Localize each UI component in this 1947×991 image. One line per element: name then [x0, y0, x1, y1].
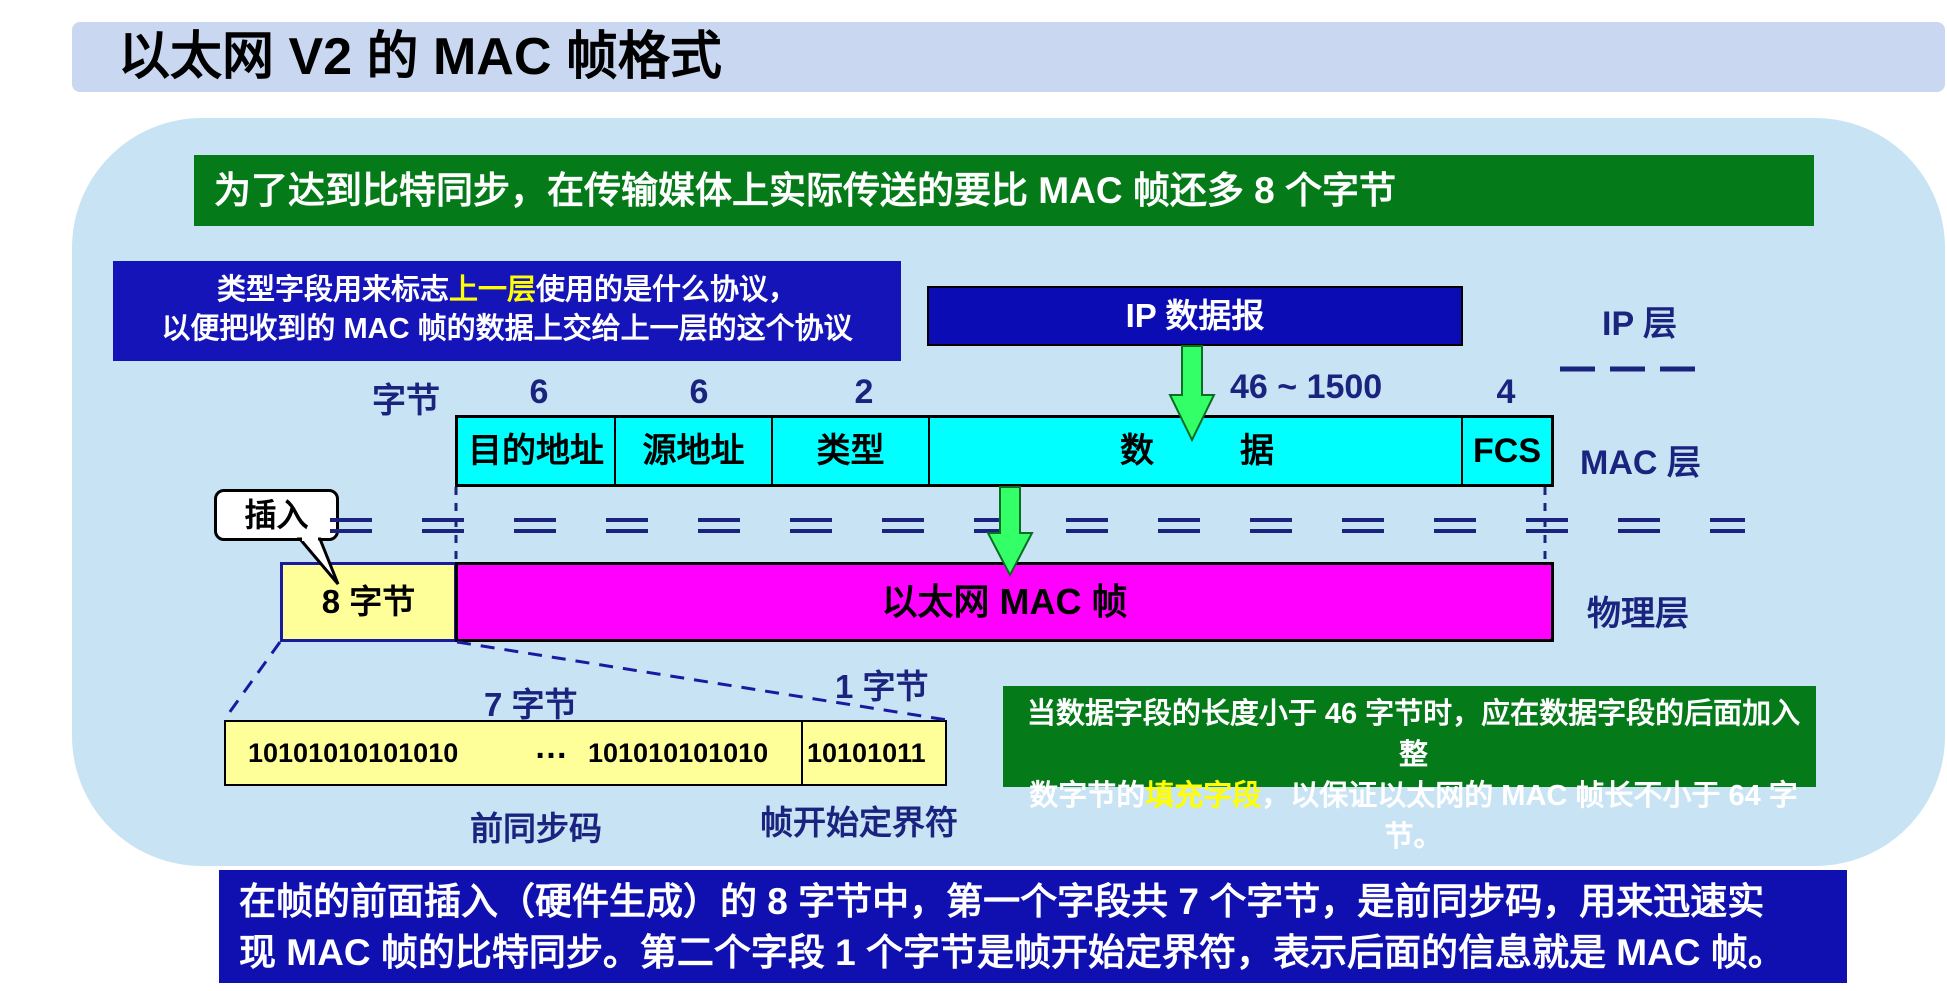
- arrow-mac-to-physical: [986, 486, 1034, 578]
- title-bar: [72, 22, 1945, 92]
- ip-layer-label: IP 层: [1602, 305, 1677, 343]
- preamble-ellipsis: …: [534, 728, 568, 766]
- preamble-8-bytes: 8 字节: [280, 562, 457, 642]
- src-size-label: 6: [689, 373, 709, 411]
- insert-callout: 插入: [214, 489, 339, 541]
- mac-physical-separator: [330, 518, 1745, 533]
- physical-layer-label: 物理层: [1587, 595, 1689, 633]
- arrow-ip-to-data: [1168, 345, 1216, 443]
- bottom-note-line1: 在帧的前面插入（硬件生成）的 8 字节中，第一个字段共 7 个字节，是前同步码，…: [239, 881, 1765, 922]
- expansion-lines: [222, 640, 948, 722]
- data-size-label: 46 ~ 1500: [1230, 368, 1383, 406]
- field-dst-address: 目的地址: [458, 418, 616, 484]
- ip-datagram-box: IP 数据报: [927, 286, 1463, 346]
- sync-bit-box: 10101010101010 … 101010101010 10101011: [224, 720, 947, 786]
- mac-frame: 目的地址 源地址 类型 数 据 FCS: [455, 415, 1554, 487]
- sfd-label: 帧开始定界符: [760, 804, 958, 841]
- padding-note-line2: 数字节的填充字段，以保证以太网的 MAC 帧长不小于 64 字节。: [1021, 776, 1806, 858]
- padding-note-text-post: ，以保证以太网的 MAC 帧长不小于 64 字节。: [1261, 780, 1798, 853]
- sync-7-bytes-label: 7 字节: [484, 686, 578, 723]
- field-src-address: 源地址: [616, 418, 773, 484]
- type-note-text: 类型字段用来标志: [216, 274, 449, 306]
- preamble-label: 前同步码: [470, 810, 602, 847]
- field-data: 数 据: [930, 418, 1463, 484]
- dst-size-label: 6: [529, 373, 549, 411]
- field-fcs: FCS: [1473, 432, 1541, 470]
- byte-header-label: 字节: [372, 382, 440, 420]
- type-size-label: 2: [854, 373, 874, 411]
- type-field-note: 类型字段用来标志上一层使用的是什么协议， 以便把收到的 MAC 帧的数据上交给上…: [113, 261, 901, 361]
- field-type: 类型: [773, 418, 930, 484]
- frame-guides: [454, 487, 1547, 562]
- page-title: 以太网 V2 的 MAC 帧格式: [118, 28, 722, 86]
- field-data-char2: 据: [1240, 432, 1274, 470]
- bottom-note: 在帧的前面插入（硬件生成）的 8 字节中，第一个字段共 7 个字节，是前同步码，…: [219, 870, 1847, 983]
- type-note-line1: 类型字段用来标志上一层使用的是什么协议，: [113, 271, 901, 310]
- bottom-note-line2: 现 MAC 帧的比特同步。第二个字段 1 个字节是帧开始定界符，表示后面的信息就…: [239, 932, 1785, 973]
- ethernet-mac-frame: 以太网 MAC 帧: [455, 562, 1554, 642]
- callout-tail: [296, 537, 340, 585]
- padding-note-highlight: 填充字段: [1145, 780, 1262, 812]
- fcs-size-label: 4: [1496, 373, 1516, 411]
- type-note-text-post: 使用的是什么协议，: [536, 274, 798, 306]
- padding-note: 当数据字段的长度小于 46 字节时，应在数据字段的后面加入整 数字节的填充字段，…: [1003, 686, 1816, 853]
- type-note-line2: 以便把收到的 MAC 帧的数据上交给上一层的这个协议: [161, 313, 853, 345]
- padding-note-text: 数字节的: [1029, 780, 1146, 812]
- field-data-char1: 数: [1120, 432, 1154, 470]
- sfd-bits: 10101011: [801, 722, 945, 784]
- padding-note-line1: 当数据字段的长度小于 46 字节时，应在数据字段的后面加入整: [1026, 698, 1801, 771]
- top-banner: 为了达到比特同步，在传输媒体上实际传送的要比 MAC 帧还多 8 个字节: [194, 155, 1814, 226]
- sync-1-byte-label: 1 字节: [835, 668, 929, 705]
- sfd-bits-value: 10101011: [807, 738, 926, 768]
- preamble-bits: 10101010101010 … 101010101010: [226, 722, 803, 784]
- type-note-highlight: 上一层: [448, 274, 536, 306]
- preamble-bits-start: 10101010101010: [248, 738, 459, 768]
- preamble-bits-end: 101010101010: [588, 738, 769, 768]
- mac-layer-label: MAC 层: [1580, 444, 1701, 482]
